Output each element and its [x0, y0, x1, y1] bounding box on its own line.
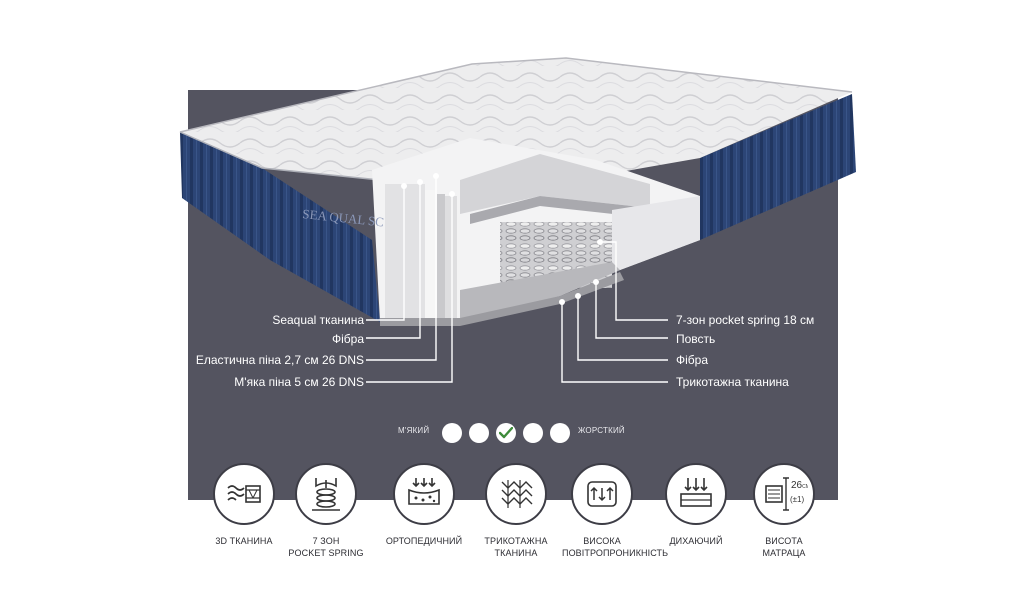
- feature-label-line2: POCKET SPRING: [288, 548, 364, 558]
- svg-text:(±1): (±1): [790, 495, 805, 504]
- feature-label-line1: ВИСОКА: [583, 536, 621, 546]
- callout-pocket-spring: 7-зон pocket spring 18 см: [676, 313, 815, 327]
- feature-3d-fabric: 3D ТКАНИНА: [204, 463, 284, 547]
- feature-pocket-spring: 7 ЗОН POCKET SPRING: [286, 463, 366, 559]
- feature-knit-fabric: ТРИКОТАЖНА ТКАНИНА: [476, 463, 556, 559]
- feature-orthopedic: ОРТОПЕДИЧНИЙ: [384, 463, 464, 547]
- callout-seaqual-fabric: Seaqual тканина: [272, 313, 364, 327]
- feature-mattress-height: 26CM (±1) ВИСОТА МАТРАЦА: [744, 463, 824, 559]
- breathability-icon: [587, 481, 617, 507]
- feature-label-line1: 3D ТКАНИНА: [215, 536, 273, 546]
- feature-label-line1: 7 ЗОН: [312, 536, 340, 546]
- firmness-level-4: [523, 423, 543, 443]
- firmness-level-3: [496, 423, 516, 443]
- feature-label-line2: ПОВІТРОПРОНИКНІСТЬ: [562, 548, 669, 558]
- firmness-level-5: [550, 423, 570, 443]
- height-unit: CM: [802, 484, 808, 490]
- height-value: 26: [791, 480, 803, 491]
- firmness-level-2: [469, 423, 489, 443]
- orthopedic-icon: [408, 478, 440, 505]
- height-icon: 26CM (±1): [765, 477, 808, 511]
- feature-label-line1: ТРИКОТАЖНА: [484, 536, 548, 546]
- feature-label-line2: ТКАНИНА: [494, 548, 538, 558]
- callout-fiber-left: Фібра: [331, 332, 364, 346]
- callout-felt: Повсть: [676, 332, 716, 346]
- feature-label-line1: ОРТОПЕДИЧНИЙ: [385, 536, 463, 546]
- mattress-side-right: [700, 94, 856, 240]
- firmness-level-1: [442, 423, 462, 443]
- callout-fiber-right: Фібра: [676, 353, 709, 367]
- feature-label-line1: ДИХАЮЧИЙ: [669, 536, 723, 546]
- feature-label-line2: МАТРАЦА: [762, 548, 806, 558]
- breathable-icon: [680, 478, 712, 507]
- pocket-spring-icon: [312, 478, 340, 511]
- right-leader-lines: [561, 241, 668, 383]
- 3d-fabric-icon: [227, 485, 261, 503]
- feature-breathable: ДИХАЮЧИЙ: [656, 463, 736, 547]
- firmness-soft-label: М'ЯКИЙ: [398, 426, 430, 435]
- mattress-side-left: [180, 132, 380, 322]
- callout-soft-foam: М'яка піна 5 см 26 DNS: [234, 375, 364, 389]
- callout-elastic-foam: Еластична піна 2,7 см 26 DNS: [195, 353, 364, 367]
- feature-breathability: ВИСОКА ПОВІТРОПРОНИКНІСТЬ: [562, 463, 668, 559]
- callout-knit-fabric: Трикотажна тканина: [676, 375, 789, 389]
- check-icon: [499, 427, 513, 439]
- svg-text:26CM: 26CM: [791, 480, 808, 491]
- height-tolerance: (±1): [790, 495, 805, 504]
- firmness-hard-label: ЖОРСТКИЙ: [578, 426, 625, 435]
- left-leader-lines: [366, 176, 453, 383]
- feature-label-line1: ВИСОТА: [765, 536, 803, 546]
- knit-fabric-icon: [501, 480, 533, 508]
- mattress-top: [180, 58, 852, 180]
